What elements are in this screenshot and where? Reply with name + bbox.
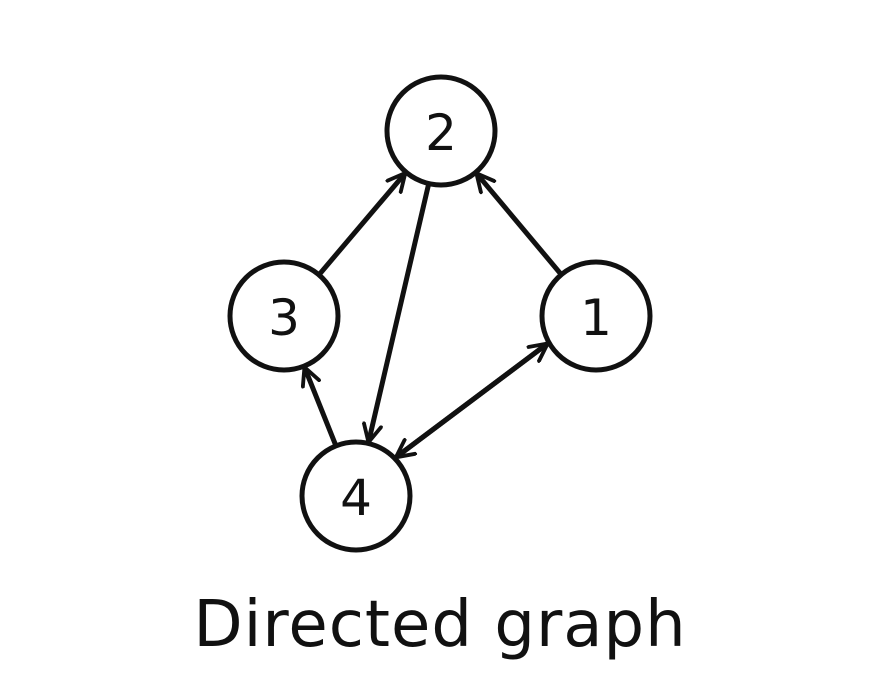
node-4: 4 [299,439,413,553]
node-2: 2 [384,74,498,188]
edges-layer [305,174,564,461]
edge-1-to-4 [397,340,552,460]
edge-3-to-2 [316,174,408,278]
node-circle [539,259,653,373]
node-label: 3 [268,289,300,347]
node-label: 1 [580,289,612,347]
node-label: 2 [425,104,457,162]
diagram-caption: Directed graph [193,588,687,662]
node-3: 3 [227,259,341,373]
edge-4-to-3 [305,368,339,449]
node-label: 4 [340,469,372,527]
edge-2-to-4 [369,181,432,442]
edge-1-to-2 [474,174,564,278]
node-circle [299,439,413,553]
nodes-layer: 1 2 3 4 [227,74,653,553]
node-1: 1 [539,259,653,373]
node-circle [227,259,341,373]
node-circle [384,74,498,188]
